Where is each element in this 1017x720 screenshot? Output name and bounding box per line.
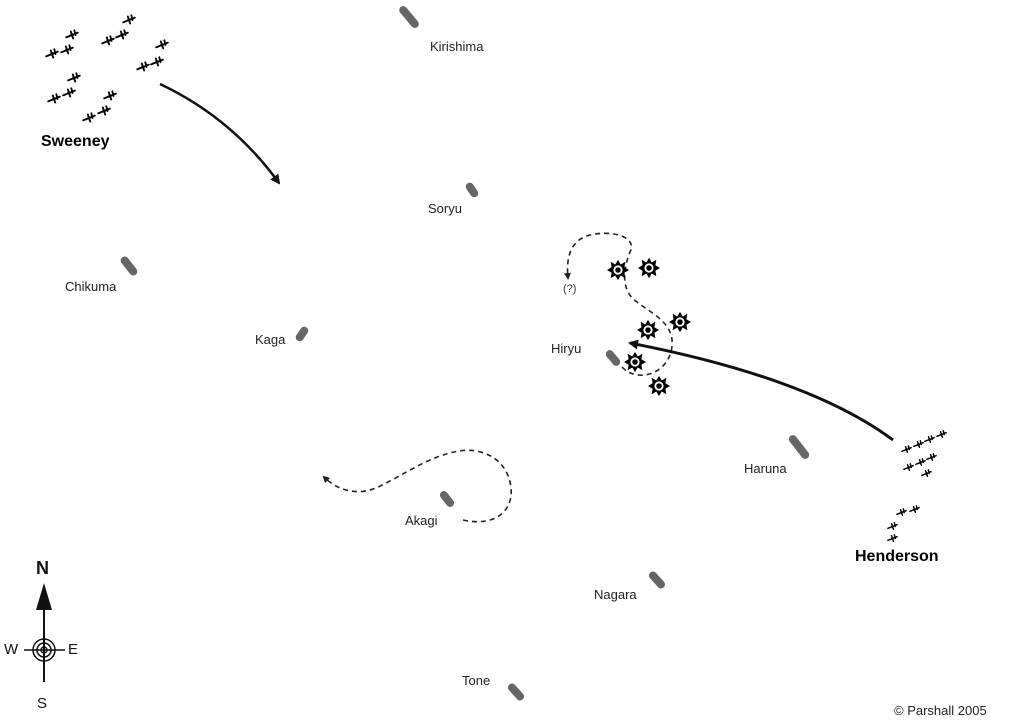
bomb-bursts: [607, 257, 691, 397]
ship-kaga: [295, 326, 309, 342]
group-label-henderson: Henderson: [855, 548, 939, 565]
sweeney-aircraft: [45, 14, 169, 123]
ship-label-nagara: Nagara: [594, 587, 637, 602]
hiryu-track: [564, 232, 673, 376]
ship-hiryu: [605, 350, 621, 366]
henderson-attack-arrow: [628, 339, 894, 442]
ship-label-soryu: Soryu: [428, 201, 462, 216]
compass-north-label: N: [36, 558, 49, 578]
ship-akagi: [439, 491, 455, 507]
ship-label-akagi: Akagi: [405, 513, 438, 528]
ship-label-tone: Tone: [462, 673, 491, 688]
copyright-credit: © Parshall 2005: [894, 703, 987, 718]
ship-label-haruna: Haruna: [744, 461, 787, 476]
ship-label-kirishima: Kirishima: [430, 39, 484, 54]
ship-label-kaga: Kaga: [255, 332, 286, 347]
ship-chikuma: [120, 256, 138, 276]
akagi-track: [322, 449, 512, 523]
ship-nagara: [648, 571, 666, 589]
ship-haruna: [788, 435, 810, 459]
group-label-sweeney: Sweeney: [41, 133, 110, 150]
ship-kirishima: [399, 6, 419, 28]
sweeney-attack-arrow: [159, 82, 281, 185]
ship-tone: [507, 683, 525, 701]
track-annotation: (?): [563, 283, 577, 295]
ship-label-chikuma: Chikuma: [65, 279, 117, 294]
ship-soryu: [465, 182, 479, 198]
ship-label-hiryu: Hiryu: [551, 341, 582, 356]
compass-east-label: E: [68, 641, 79, 658]
compass-west-label: W: [4, 641, 19, 658]
henderson-aircraft: [887, 430, 947, 542]
compass-rose: [24, 583, 65, 682]
compass-south-label: S: [37, 695, 48, 712]
